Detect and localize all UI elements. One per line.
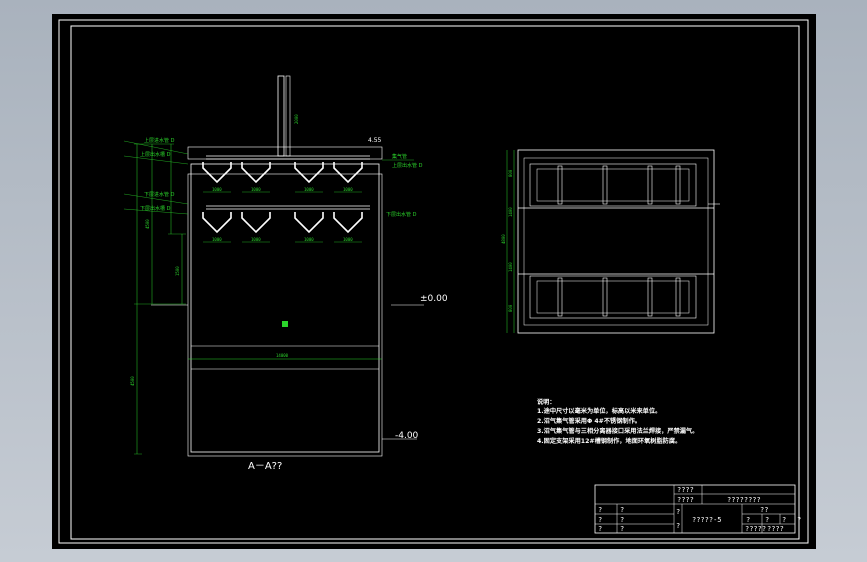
hood-width-label: 1000 — [304, 187, 314, 192]
plan-view: 800 1400 4800 1400 800 — [501, 149, 720, 334]
tb-cell-17: ????? — [745, 525, 766, 533]
center-marker — [282, 321, 288, 327]
tb-cell-10: ? — [620, 525, 624, 533]
upper-separators: 1000 1000 1000 1000 — [202, 162, 363, 193]
dim-bottom-width: 14000 — [276, 353, 289, 358]
tb-cell-6: ? — [620, 506, 624, 514]
plan-channels — [557, 165, 681, 317]
lower-separators: 1000 1000 1000 1000 — [202, 212, 363, 243]
section-label: A－A?? — [248, 461, 282, 472]
tb-cell-3: ?? — [760, 506, 768, 514]
top-slab — [187, 146, 383, 160]
tb-cell-1: ???? — [677, 496, 694, 504]
plan-dim-4: 1400 — [508, 262, 513, 272]
plan-channel-bar — [602, 277, 608, 317]
dim-mid: 1500 — [175, 266, 180, 276]
tb-cell-16: ? — [797, 516, 801, 524]
label-gas-collector: 集气管 — [392, 153, 407, 160]
tank-outline — [190, 163, 380, 453]
note-line-3: 3.沼气集气管与三相分离器接口采用法兰焊接，严禁漏气。 — [537, 427, 698, 435]
hood-width-label: 1000 — [343, 237, 353, 242]
tb-cell-13: ? — [746, 516, 750, 524]
note-line-4: 4.固定支架采用12#槽钢制作，地面环氧树脂防腐。 — [537, 437, 681, 445]
tb-cell-0: ???? — [677, 486, 694, 494]
drawing-sheet: 1000 1000 1000 1000 1000 1000 1000 1000 4500 1… — [52, 14, 816, 549]
label-lower-outlet: 下层出水管 D — [386, 211, 417, 218]
tank-wall — [187, 173, 383, 457]
tb-cell-7: ? — [598, 516, 602, 524]
separator-hood — [241, 162, 271, 184]
tb-cell-11: ? — [676, 508, 680, 516]
plan-dim-2: 1400 — [508, 207, 513, 217]
tb-cell-2: ???????? — [727, 496, 761, 504]
elevation-bottom: -4.00 — [395, 431, 419, 441]
tb-cell-8: ? — [620, 516, 624, 524]
tb-cell-14: ? — [765, 516, 769, 524]
dim-lower: 4500 — [130, 376, 135, 386]
plan-dim-1: 800 — [508, 169, 513, 177]
notes-title: 说明： — [537, 398, 556, 406]
label-lower-inlet: 下层进水管 D — [144, 191, 175, 198]
hood-width-label: 1000 — [343, 187, 353, 192]
label-upper-outlet: 上层出水管 D — [392, 162, 423, 169]
plan-outline — [517, 149, 715, 334]
plan-dim-3: 4800 — [501, 234, 506, 244]
plan-dim-5: 800 — [508, 304, 513, 312]
plan-channel-bar — [647, 277, 653, 317]
hood-width-label: 1000 — [251, 187, 261, 192]
cad-drawing: 1000 1000 1000 1000 1000 1000 1000 1000 4500 1… — [58, 19, 809, 544]
plan-channel-bar — [557, 277, 563, 317]
separator-hood — [241, 212, 271, 234]
plan-channel-bar — [675, 277, 681, 317]
label-upper-inlet: 上层进水管 D — [144, 137, 175, 144]
separator-hood — [294, 162, 324, 184]
tb-cell-9: ? — [598, 525, 602, 533]
inner-border — [70, 25, 800, 540]
tb-drawing-no: ?????-5 — [692, 516, 722, 524]
dim-upper: 4500 — [145, 219, 150, 229]
note-line-2: 2.沼气集气管采用Φ 4#不锈钢制作。 — [537, 417, 641, 425]
elevation-ground: ±0.00 — [420, 294, 448, 304]
outer-border — [58, 19, 809, 544]
hood-width-label: 1000 — [251, 237, 261, 242]
title-block: ???? ???? ???????? ?? ?????-5 ? ? ? ? ? … — [594, 484, 801, 534]
separator-hood — [202, 162, 232, 184]
plan-channel-bar — [557, 165, 563, 205]
separator-hood — [333, 162, 363, 184]
notes-block: 说明： 1.途中尺寸以毫米为单位，标高以米来单位。 2.沼气集气管采用Φ 4#不… — [537, 398, 698, 445]
gas-pipe — [277, 75, 285, 157]
note-line-1: 1.途中尺寸以毫米为单位，标高以米来单位。 — [537, 407, 661, 415]
hood-width-label: 1000 — [212, 187, 222, 192]
tb-cell-15: ? — [782, 516, 786, 524]
dim-pipe: 2000 — [294, 114, 299, 124]
tb-cell-12: ? — [676, 522, 680, 530]
section-view: 1000 1000 1000 1000 1000 1000 1000 1000 4500 1… — [123, 75, 448, 472]
label-upper-weir: 上层出水槽 D — [140, 151, 171, 158]
hood-width-label: 1000 — [212, 237, 222, 242]
plan-channel-bar — [647, 165, 653, 205]
separator-hood — [333, 212, 363, 234]
label-lower-weir: 下层出水槽 D — [140, 205, 171, 212]
tb-cell-5: ? — [598, 506, 602, 514]
hood-width-label: 1000 — [304, 237, 314, 242]
plan-channel-bar — [675, 165, 681, 205]
separator-hood — [202, 212, 232, 234]
tb-cell-18: ???? — [767, 525, 784, 533]
elevation-top: 4.55 — [368, 137, 382, 144]
separator-hood — [294, 212, 324, 234]
plan-channel-bar — [602, 165, 608, 205]
